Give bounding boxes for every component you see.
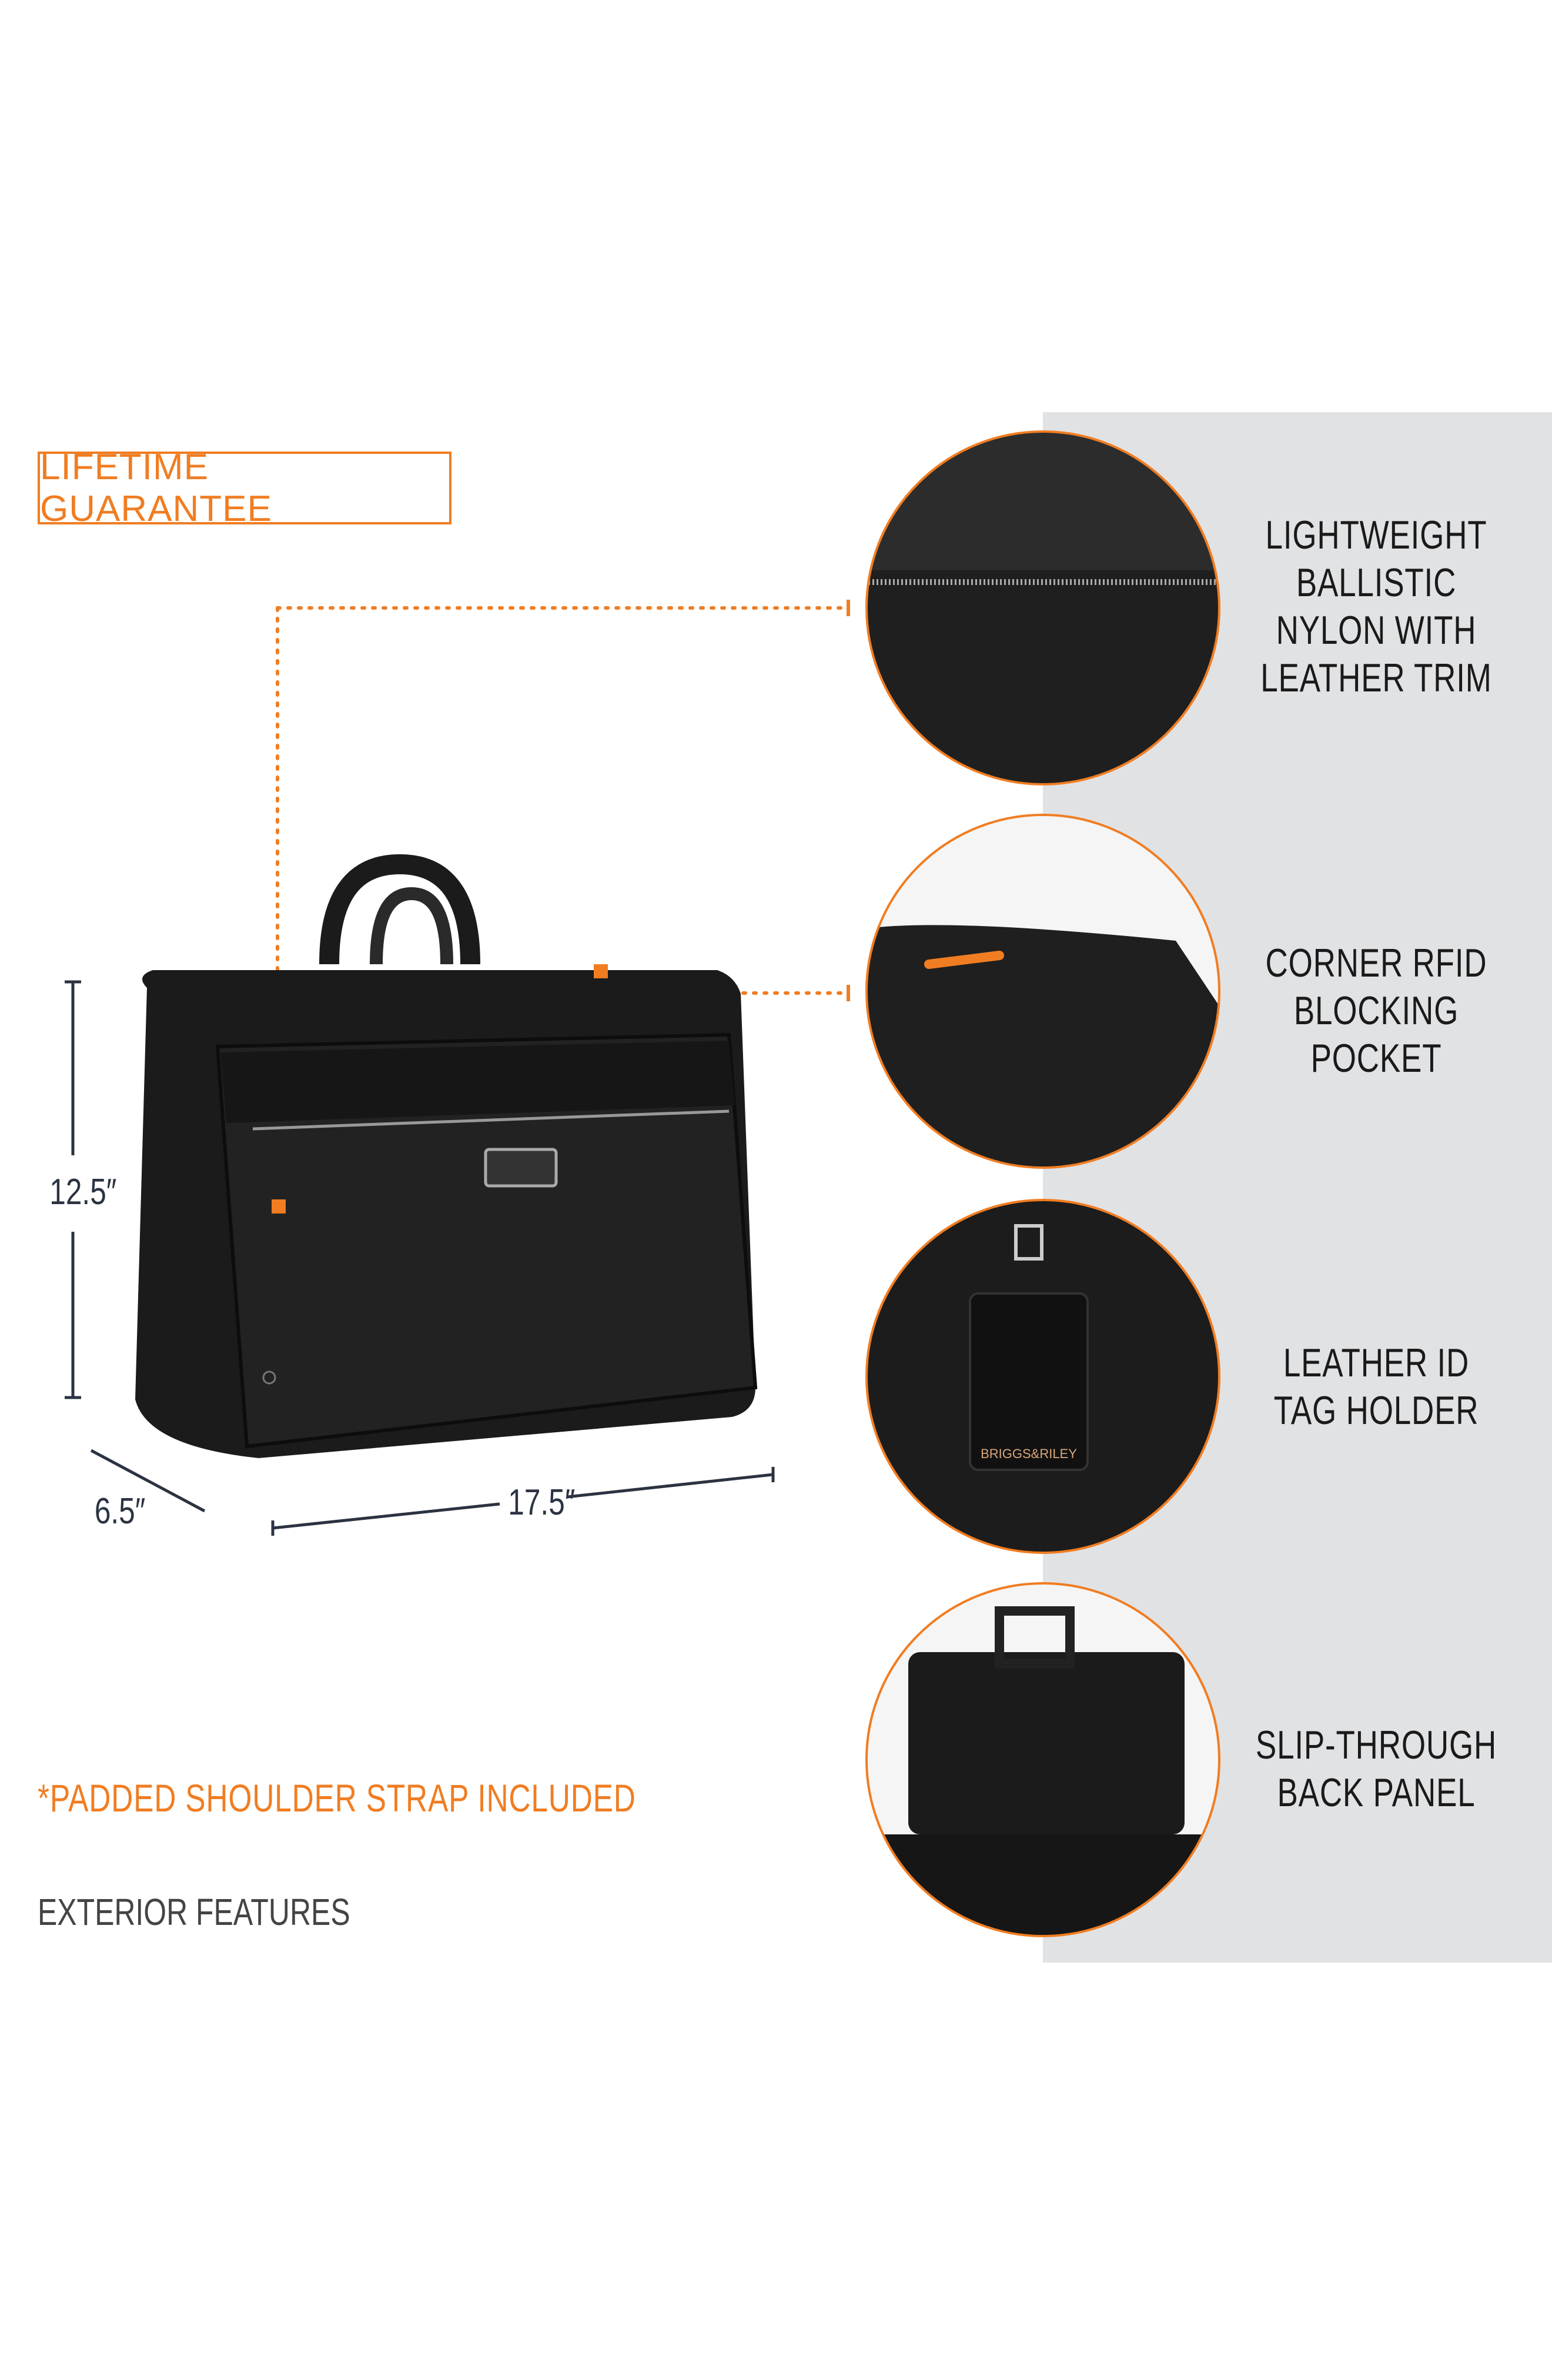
badge-label: LIFETIME GUARANTEE: [40, 447, 272, 529]
depth-dimension-label: 6.5″: [94, 1491, 146, 1532]
callout-line-nylon: [276, 606, 848, 1201]
svg-text:BRIGGS&RILEY: BRIGGS&RILEY: [981, 1446, 1077, 1461]
callout-end-tick: [847, 600, 850, 616]
feature-image-nylon: [867, 432, 1219, 784]
dimension-lines: [65, 980, 775, 1536]
shoulder-strap-note: *PADDED SHOULDER STRAP INCLUDED: [38, 1776, 636, 1820]
handle: [319, 854, 480, 965]
feature-image-id-tag: BRIGGS&RILEY: [867, 1200, 1219, 1553]
logo-plate: [484, 1148, 558, 1188]
feature-image-back-panel: [867, 1583, 1219, 1936]
callout-end-tick: [847, 985, 850, 1001]
feature-image-rfid: [867, 815, 1219, 1168]
circle-borders: [865, 430, 1220, 1937]
briefcase-image: [135, 854, 758, 1458]
width-dimension-label: 17.5″: [508, 1482, 576, 1523]
section-label: EXTERIOR FEATURES: [38, 1891, 350, 1933]
height-dimension-label: 12.5″: [49, 1172, 117, 1212]
lifetime-guarantee-badge: LIFETIME GUARANTEE: [38, 447, 451, 529]
callout-marker: [272, 1199, 286, 1214]
front-zipper: [252, 1109, 730, 1131]
